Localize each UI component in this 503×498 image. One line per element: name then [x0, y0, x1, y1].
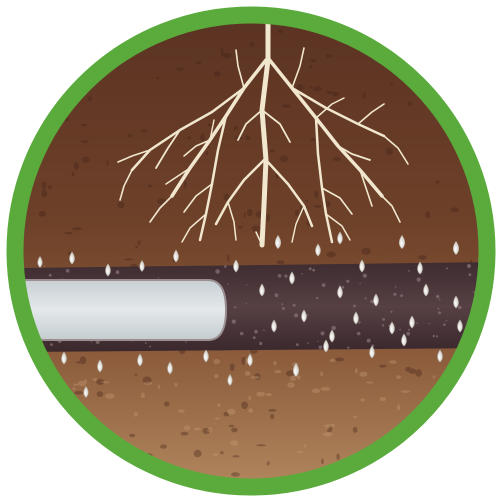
- drip-tube: [19, 262, 500, 352]
- water-droplet: [482, 334, 487, 346]
- tube-hollow-section: [20, 280, 226, 340]
